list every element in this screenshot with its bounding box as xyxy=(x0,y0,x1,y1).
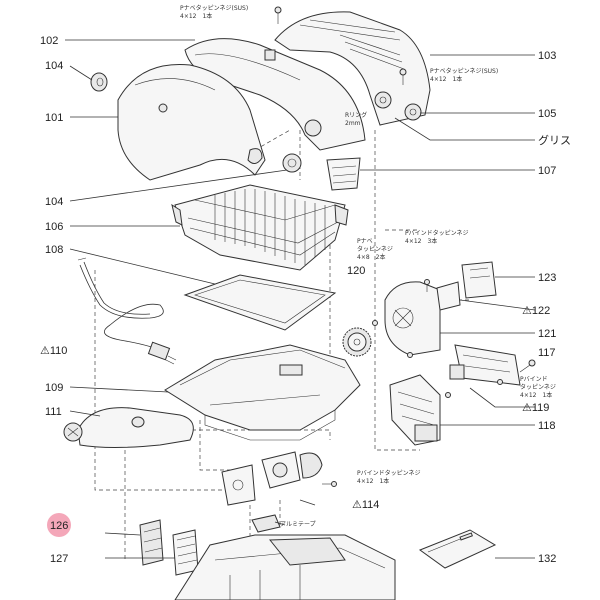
part-114-switch-assembly xyxy=(221,451,337,506)
label-119: ⚠119 xyxy=(522,402,549,414)
part-122-bracket xyxy=(424,279,461,311)
note-oring-size: 2mm xyxy=(345,120,361,127)
note-screw-right-size: 4×12 1本 xyxy=(430,75,462,83)
part-109-body xyxy=(164,344,361,441)
part-110-power-cord xyxy=(77,257,177,365)
label-126: 126 xyxy=(50,520,68,532)
label-105: 105 xyxy=(538,108,556,120)
part-119-circuit-board xyxy=(449,344,521,386)
label-118: 118 xyxy=(538,420,556,432)
part-126-filter xyxy=(139,519,164,566)
screw-right xyxy=(399,68,407,85)
label-104-bottom: 104 xyxy=(45,196,63,208)
note-p-nabe: Pナベ xyxy=(357,238,373,245)
label-122: ⚠122 xyxy=(522,305,550,317)
note-bind-b-size: 4×12 1本 xyxy=(520,391,552,399)
part-111-side-panel xyxy=(63,407,194,448)
note-screw-right: Pナベタッピンネジ(SUS) xyxy=(430,67,498,75)
label-109: 109 xyxy=(45,382,63,394)
label-106: 106 xyxy=(45,221,63,233)
note-p-nabe-2: タッピンネジ xyxy=(357,245,393,253)
label-121: 121 xyxy=(538,328,556,340)
label-103: 103 xyxy=(538,50,556,62)
label-110: ⚠110 xyxy=(40,345,67,357)
part-123-connector xyxy=(461,261,497,299)
part-117-screw xyxy=(519,359,536,373)
leader-lines xyxy=(65,39,536,559)
part-labels: 102 103 104 101 105 グリス 107 104 106 108 … xyxy=(40,35,571,565)
note-aluminum-tape: アルミテープ xyxy=(280,521,316,528)
aluminum-tape xyxy=(251,514,281,533)
label-104-top: 104 xyxy=(45,60,63,72)
label-127: 127 xyxy=(50,553,68,565)
part-103-rear-housing xyxy=(274,11,431,126)
part-101-front-cover xyxy=(117,63,266,181)
label-132: 132 xyxy=(538,553,556,565)
part-120-gear xyxy=(342,327,372,357)
label-107: 107 xyxy=(538,165,556,177)
note-bind-c-size: 4×12 1本 xyxy=(357,477,389,485)
part-127-filter xyxy=(172,529,199,576)
screw-notes: Pナベタッピンネジ(SUS) 4×12 1本 Pナベタッピンネジ(SUS) 4×… xyxy=(180,4,556,528)
part-108-drip-tray xyxy=(183,274,337,331)
label-101: 101 xyxy=(45,112,63,124)
note-bind-a: Pバインドタッピンネジ xyxy=(405,229,469,237)
note-bind-b-2: タッピンネジ xyxy=(520,383,556,391)
label-114: ⚠114 xyxy=(352,499,379,511)
part-107-filter-cup xyxy=(326,157,361,191)
label-117: 117 xyxy=(538,347,556,359)
label-grease: グリス xyxy=(538,133,571,147)
label-120: 120 xyxy=(347,265,365,277)
part-104-knob-top xyxy=(90,72,108,92)
part-104-knob-bottom xyxy=(282,153,302,173)
part-121-motor xyxy=(372,281,441,358)
screw-top xyxy=(274,6,282,24)
label-123: 123 xyxy=(538,272,556,284)
note-screw-top: Pナベタッピンネジ(SUS) xyxy=(180,4,248,12)
part-118-housing xyxy=(389,374,451,446)
label-111: 111 xyxy=(45,406,62,418)
note-bind-b: Pバインド xyxy=(520,376,548,383)
base-housing xyxy=(174,534,396,600)
part-132-manual xyxy=(418,529,497,569)
note-p-nabe-size: 4×8 2本 xyxy=(357,253,385,261)
label-102: 102 xyxy=(40,35,58,47)
note-oring: Rリング xyxy=(345,111,367,119)
part-106-dish-rack xyxy=(171,184,349,271)
part-105-ring xyxy=(404,103,422,121)
note-bind-c: Pバインドタッピンネジ xyxy=(357,469,421,477)
note-bind-a-size: 4×12 3本 xyxy=(405,237,437,245)
note-screw-top-size: 4×12 1本 xyxy=(180,12,212,20)
label-108: 108 xyxy=(45,244,63,256)
highlight-marker xyxy=(47,513,71,537)
